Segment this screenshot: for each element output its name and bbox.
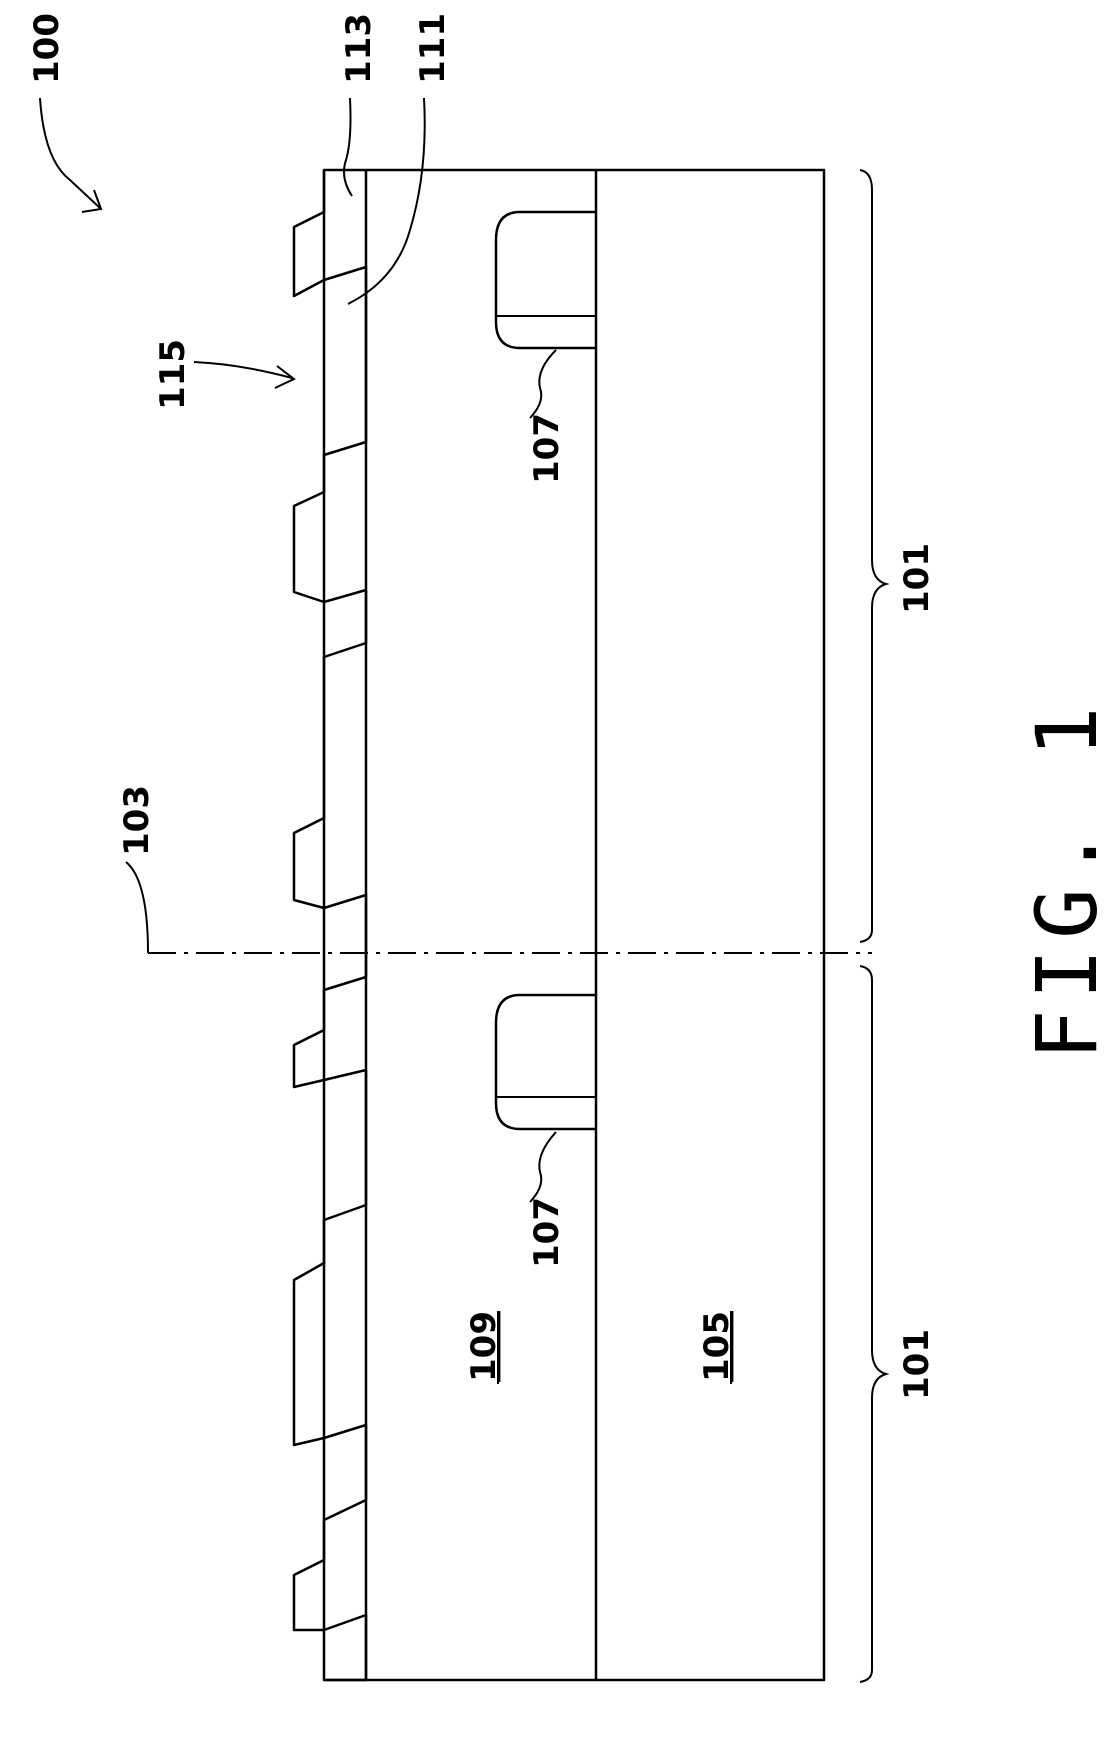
axis-leader-103 (126, 862, 148, 953)
leader-100 (40, 98, 100, 208)
brace-101-lower (860, 966, 886, 1682)
figure-caption: FIG. 1 (1018, 697, 1116, 1060)
feature-107-lower (496, 995, 596, 1129)
label-113: 113 (339, 13, 379, 84)
label-100: 100 (27, 13, 67, 84)
brace-101-upper (860, 170, 886, 942)
label-107-upper: 107 (527, 413, 567, 484)
leader-111 (348, 98, 425, 304)
label-115: 115 (153, 339, 193, 410)
label-107-lower: 107 (527, 1197, 567, 1268)
leader-107-upper (530, 350, 556, 418)
label-101-upper: 101 (897, 543, 937, 614)
label-101-lower: 101 (897, 1329, 937, 1400)
leader-107-lower (530, 1132, 556, 1202)
outer-frame (324, 170, 824, 1680)
substrate-structure (324, 170, 824, 1680)
feature-107-upper (496, 212, 596, 348)
label-111: 111 (413, 13, 453, 84)
leader-113 (344, 98, 352, 196)
label-103: 103 (117, 785, 157, 856)
textured-surface-115 (294, 170, 366, 1680)
leader-115 (194, 362, 292, 378)
